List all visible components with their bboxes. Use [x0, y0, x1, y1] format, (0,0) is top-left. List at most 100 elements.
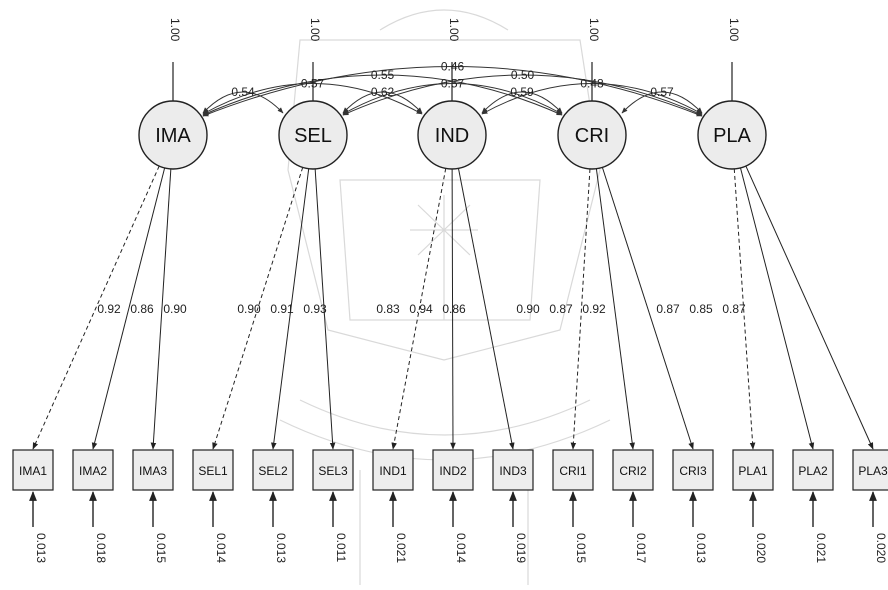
correlation-arc-cri-pla [621, 91, 703, 114]
loading-label-ima2: 0.86 [130, 302, 154, 316]
loading-label-sel1: 0.90 [237, 302, 261, 316]
loading-path-pla1 [733, 168, 756, 450]
indicator-label: IMA2 [79, 464, 107, 478]
indicator-label: CRI2 [619, 464, 647, 478]
error-label-ima2: 0.018 [94, 533, 108, 563]
correlation-label-ima-pla: 0.46 [441, 60, 465, 74]
latent-ima: IMA [138, 100, 208, 170]
correlation-label-cri-pla: 0.57 [650, 85, 674, 99]
loading-path-ima2 [91, 167, 166, 450]
indicator-box [372, 449, 414, 491]
indicator-ima2: IMA2 [72, 449, 114, 491]
correlation-label-sel-ind: 0.62 [371, 85, 395, 99]
correlation-arc-ima-pla [202, 66, 703, 117]
indicator-ind2: IND2 [432, 449, 474, 491]
loading-path-sel3 [314, 168, 336, 450]
indicator-label: IND3 [499, 464, 527, 478]
loading-label-ind2: 0.94 [409, 302, 433, 316]
error-label-ind1: 0.021 [394, 533, 408, 563]
latent-label: PLA [713, 125, 751, 147]
indicator-label: IND2 [439, 464, 467, 478]
indicator-pla2: PLA2 [792, 449, 834, 491]
indicator-label: IND1 [379, 464, 407, 478]
loading-label-cri2: 0.87 [549, 302, 573, 316]
indicator-label: SEL2 [258, 464, 288, 478]
correlation-arc-ima-sel [202, 91, 284, 114]
error-label-sel3: 0.011 [334, 533, 348, 562]
latent-label: CRI [575, 125, 609, 147]
correlation-label-ima-cri: 0.55 [371, 68, 395, 82]
correlation-label-ima-sel: 0.54 [231, 85, 255, 99]
indicator-cri2: CRI2 [612, 449, 654, 491]
indicator-label: CRI3 [679, 464, 707, 478]
latent-circle [278, 100, 348, 170]
loading-path-ima1 [32, 165, 160, 450]
loading-label-ind1: 0.83 [376, 302, 400, 316]
error-label-pla1: 0.020 [754, 533, 768, 563]
indicator-sel2: SEL2 [252, 449, 294, 491]
latent-label: IND [435, 125, 469, 147]
correlation-arc-ima-cri [202, 74, 563, 116]
indicator-box [672, 449, 714, 491]
latent-circle [557, 100, 627, 170]
variance-label-ima: 1.00 [168, 18, 182, 42]
latent-circle [697, 100, 767, 170]
error-label-ind3: 0.019 [514, 533, 528, 563]
loading-label-ind3: 0.86 [442, 302, 466, 316]
correlation-label-ima-ind: 0.57 [301, 77, 325, 91]
indicator-box [552, 449, 594, 491]
variance-label-sel: 1.00 [308, 18, 322, 42]
loading-label-cri3: 0.92 [582, 302, 606, 316]
correlation-label-ind-cri: 0.59 [510, 85, 534, 99]
latent-label: SEL [294, 125, 332, 147]
links-layer [29, 62, 877, 527]
indicator-label: IMA3 [139, 464, 167, 478]
correlation-label-ind-pla: 0.48 [580, 77, 604, 91]
indicator-box [72, 449, 114, 491]
loading-path-ind3 [457, 168, 515, 450]
indicator-cri3: CRI3 [672, 449, 714, 491]
indicator-box [12, 449, 54, 491]
loading-path-ind1 [391, 168, 447, 450]
indicator-box [732, 449, 774, 491]
error-label-sel2: 0.013 [274, 533, 288, 563]
indicator-label: PLA1 [738, 464, 768, 478]
loading-label-cri1: 0.90 [516, 302, 540, 316]
loading-label-sel2: 0.91 [270, 302, 294, 316]
indicator-pla1: PLA1 [732, 449, 774, 491]
latent-sel: SEL [278, 100, 348, 170]
latent-label: IMA [155, 125, 191, 147]
correlation-arc-sel-pla [342, 74, 703, 116]
latent-circle [417, 100, 487, 170]
correlation-label-sel-cri: 0.57 [441, 77, 465, 91]
error-label-ima1: 0.013 [34, 533, 48, 563]
indicator-box [132, 449, 174, 491]
loading-label-pla3: 0.87 [722, 302, 746, 316]
loading-label-ima3: 0.90 [163, 302, 187, 316]
indicator-cri1: CRI1 [552, 449, 594, 491]
indicator-sel1: SEL1 [192, 449, 234, 491]
indicator-ima1: IMA1 [12, 449, 54, 491]
loading-path-ima3 [150, 168, 172, 450]
loading-path-cri2 [595, 168, 635, 450]
loading-label-pla1: 0.87 [656, 302, 680, 316]
correlation-label-sel-pla: 0.50 [511, 68, 535, 82]
variance-label-cri: 1.00 [587, 18, 601, 42]
error-label-ind2: 0.014 [454, 533, 468, 563]
loading-path-pla3 [745, 165, 874, 450]
loading-path-sel1 [212, 167, 304, 450]
latent-circle [138, 100, 208, 170]
error-label-pla2: 0.021 [814, 533, 828, 563]
correlation-arc-ima-ind [202, 83, 423, 115]
error-label-pla3: 0.020 [874, 533, 888, 563]
loading-label-pla2: 0.85 [689, 302, 713, 316]
indicator-ind3: IND3 [492, 449, 534, 491]
loading-label-sel3: 0.93 [303, 302, 327, 316]
variance-label-pla: 1.00 [727, 18, 741, 42]
indicator-label: CRI1 [559, 464, 587, 478]
indicator-pla3: PLA3 [852, 449, 888, 491]
